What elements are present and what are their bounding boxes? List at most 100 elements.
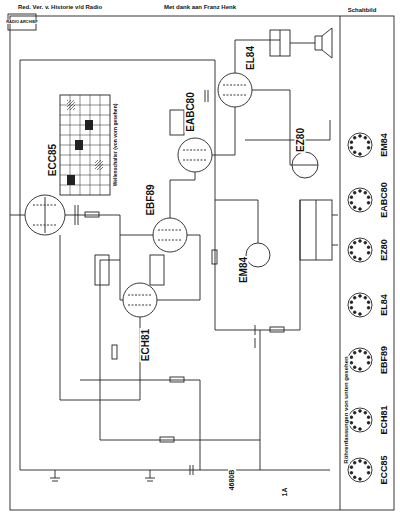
base-pin	[353, 426, 356, 429]
table-line	[60, 125, 110, 126]
base-pin	[359, 190, 362, 193]
tube-label: EZ80	[295, 127, 306, 153]
table-line	[60, 185, 110, 186]
base-pin	[350, 141, 353, 144]
table-line	[60, 145, 110, 146]
base-pin	[367, 306, 370, 309]
tube-label: EABC80	[185, 91, 196, 132]
base-pin	[350, 416, 353, 419]
tube-label: ECH81	[140, 328, 151, 362]
base-pin	[359, 460, 362, 463]
header-note: Met dank aan Franz Henk	[163, 4, 237, 11]
sheet-title: Schaltbild	[347, 7, 378, 14]
base-pin	[350, 356, 353, 359]
base-pin	[350, 246, 353, 249]
base-pin	[350, 421, 353, 424]
table-line	[60, 165, 110, 166]
base-pin	[367, 141, 370, 144]
table-line	[60, 105, 110, 106]
tube-label: EM84	[238, 256, 249, 284]
base-pin	[367, 196, 370, 199]
base-label: ECH81	[380, 404, 390, 435]
base-pin	[364, 191, 367, 194]
base-pin	[359, 350, 362, 353]
part-value: 4680B	[228, 469, 236, 492]
base-pin	[353, 241, 356, 244]
base-pin	[367, 201, 370, 204]
base-pin	[353, 461, 356, 464]
tube-base	[348, 133, 372, 157]
base-pin	[359, 153, 362, 156]
base-pin	[353, 476, 356, 479]
base-note: Röhrenfassungen von unten gesehen	[343, 355, 350, 464]
base-pin	[367, 471, 370, 474]
tube-base	[348, 458, 372, 482]
base-pin	[350, 361, 353, 364]
base-pin	[367, 466, 370, 469]
base-pin	[359, 258, 362, 261]
base-pin	[367, 416, 370, 419]
base-pin	[364, 411, 367, 414]
base-pin	[353, 256, 356, 259]
base-label: EZ80	[380, 238, 390, 262]
base-pin	[364, 136, 367, 139]
base-pin	[353, 206, 356, 209]
table-line	[60, 175, 110, 176]
base-pin	[350, 301, 353, 304]
base-label: EL84	[380, 293, 390, 317]
base-pin	[350, 201, 353, 204]
base-pin	[359, 135, 362, 138]
tube-label: EBF89	[145, 183, 156, 216]
base-label: EM84	[380, 132, 390, 158]
base-pin	[353, 351, 356, 354]
base-pin	[353, 191, 356, 194]
base-pin	[367, 361, 370, 364]
base-pin	[350, 251, 353, 254]
base-pin	[350, 466, 353, 469]
base-pin	[364, 461, 367, 464]
base-pin	[364, 241, 367, 244]
base-pin	[359, 313, 362, 316]
base-pin	[353, 136, 356, 139]
base-pin	[359, 240, 362, 243]
base-pin	[350, 196, 353, 199]
base-pin	[367, 251, 370, 254]
base-pin	[367, 301, 370, 304]
table-line	[60, 135, 110, 136]
base-label: ECC85	[380, 454, 390, 485]
base-pin	[359, 368, 362, 371]
table-line	[60, 115, 110, 116]
base-pin	[350, 471, 353, 474]
base-pin	[359, 410, 362, 413]
base-label: EABC80	[380, 181, 390, 219]
header-note: Red. Ver. v. Historie v/d Radio	[17, 4, 103, 11]
tube-base	[348, 293, 372, 317]
part-value: 1A	[281, 487, 289, 498]
base-pin	[364, 351, 367, 354]
base-pin	[359, 428, 362, 431]
base-pin	[353, 311, 356, 314]
base-pin	[350, 146, 353, 149]
base-pin	[359, 478, 362, 481]
tube-base	[348, 238, 372, 262]
base-pin	[367, 356, 370, 359]
base-pin	[367, 146, 370, 149]
archive-logo: RADIO ARCHIEF	[5, 20, 39, 24]
table-caption: Wellenschalter (von vorn gesehen)	[113, 103, 119, 188]
tube-base	[348, 408, 372, 432]
base-pin	[353, 151, 356, 154]
base-pin	[367, 421, 370, 424]
base-pin	[367, 246, 370, 249]
base-pin	[359, 208, 362, 211]
tube-label: ECC85	[47, 143, 58, 177]
base-pin	[353, 296, 356, 299]
tube-base	[348, 188, 372, 212]
table-line	[60, 155, 110, 156]
base-pin	[353, 411, 356, 414]
tube-base	[348, 348, 372, 372]
tube-label: EL84	[245, 45, 256, 71]
base-pin	[364, 296, 367, 299]
base-pin	[353, 366, 356, 369]
